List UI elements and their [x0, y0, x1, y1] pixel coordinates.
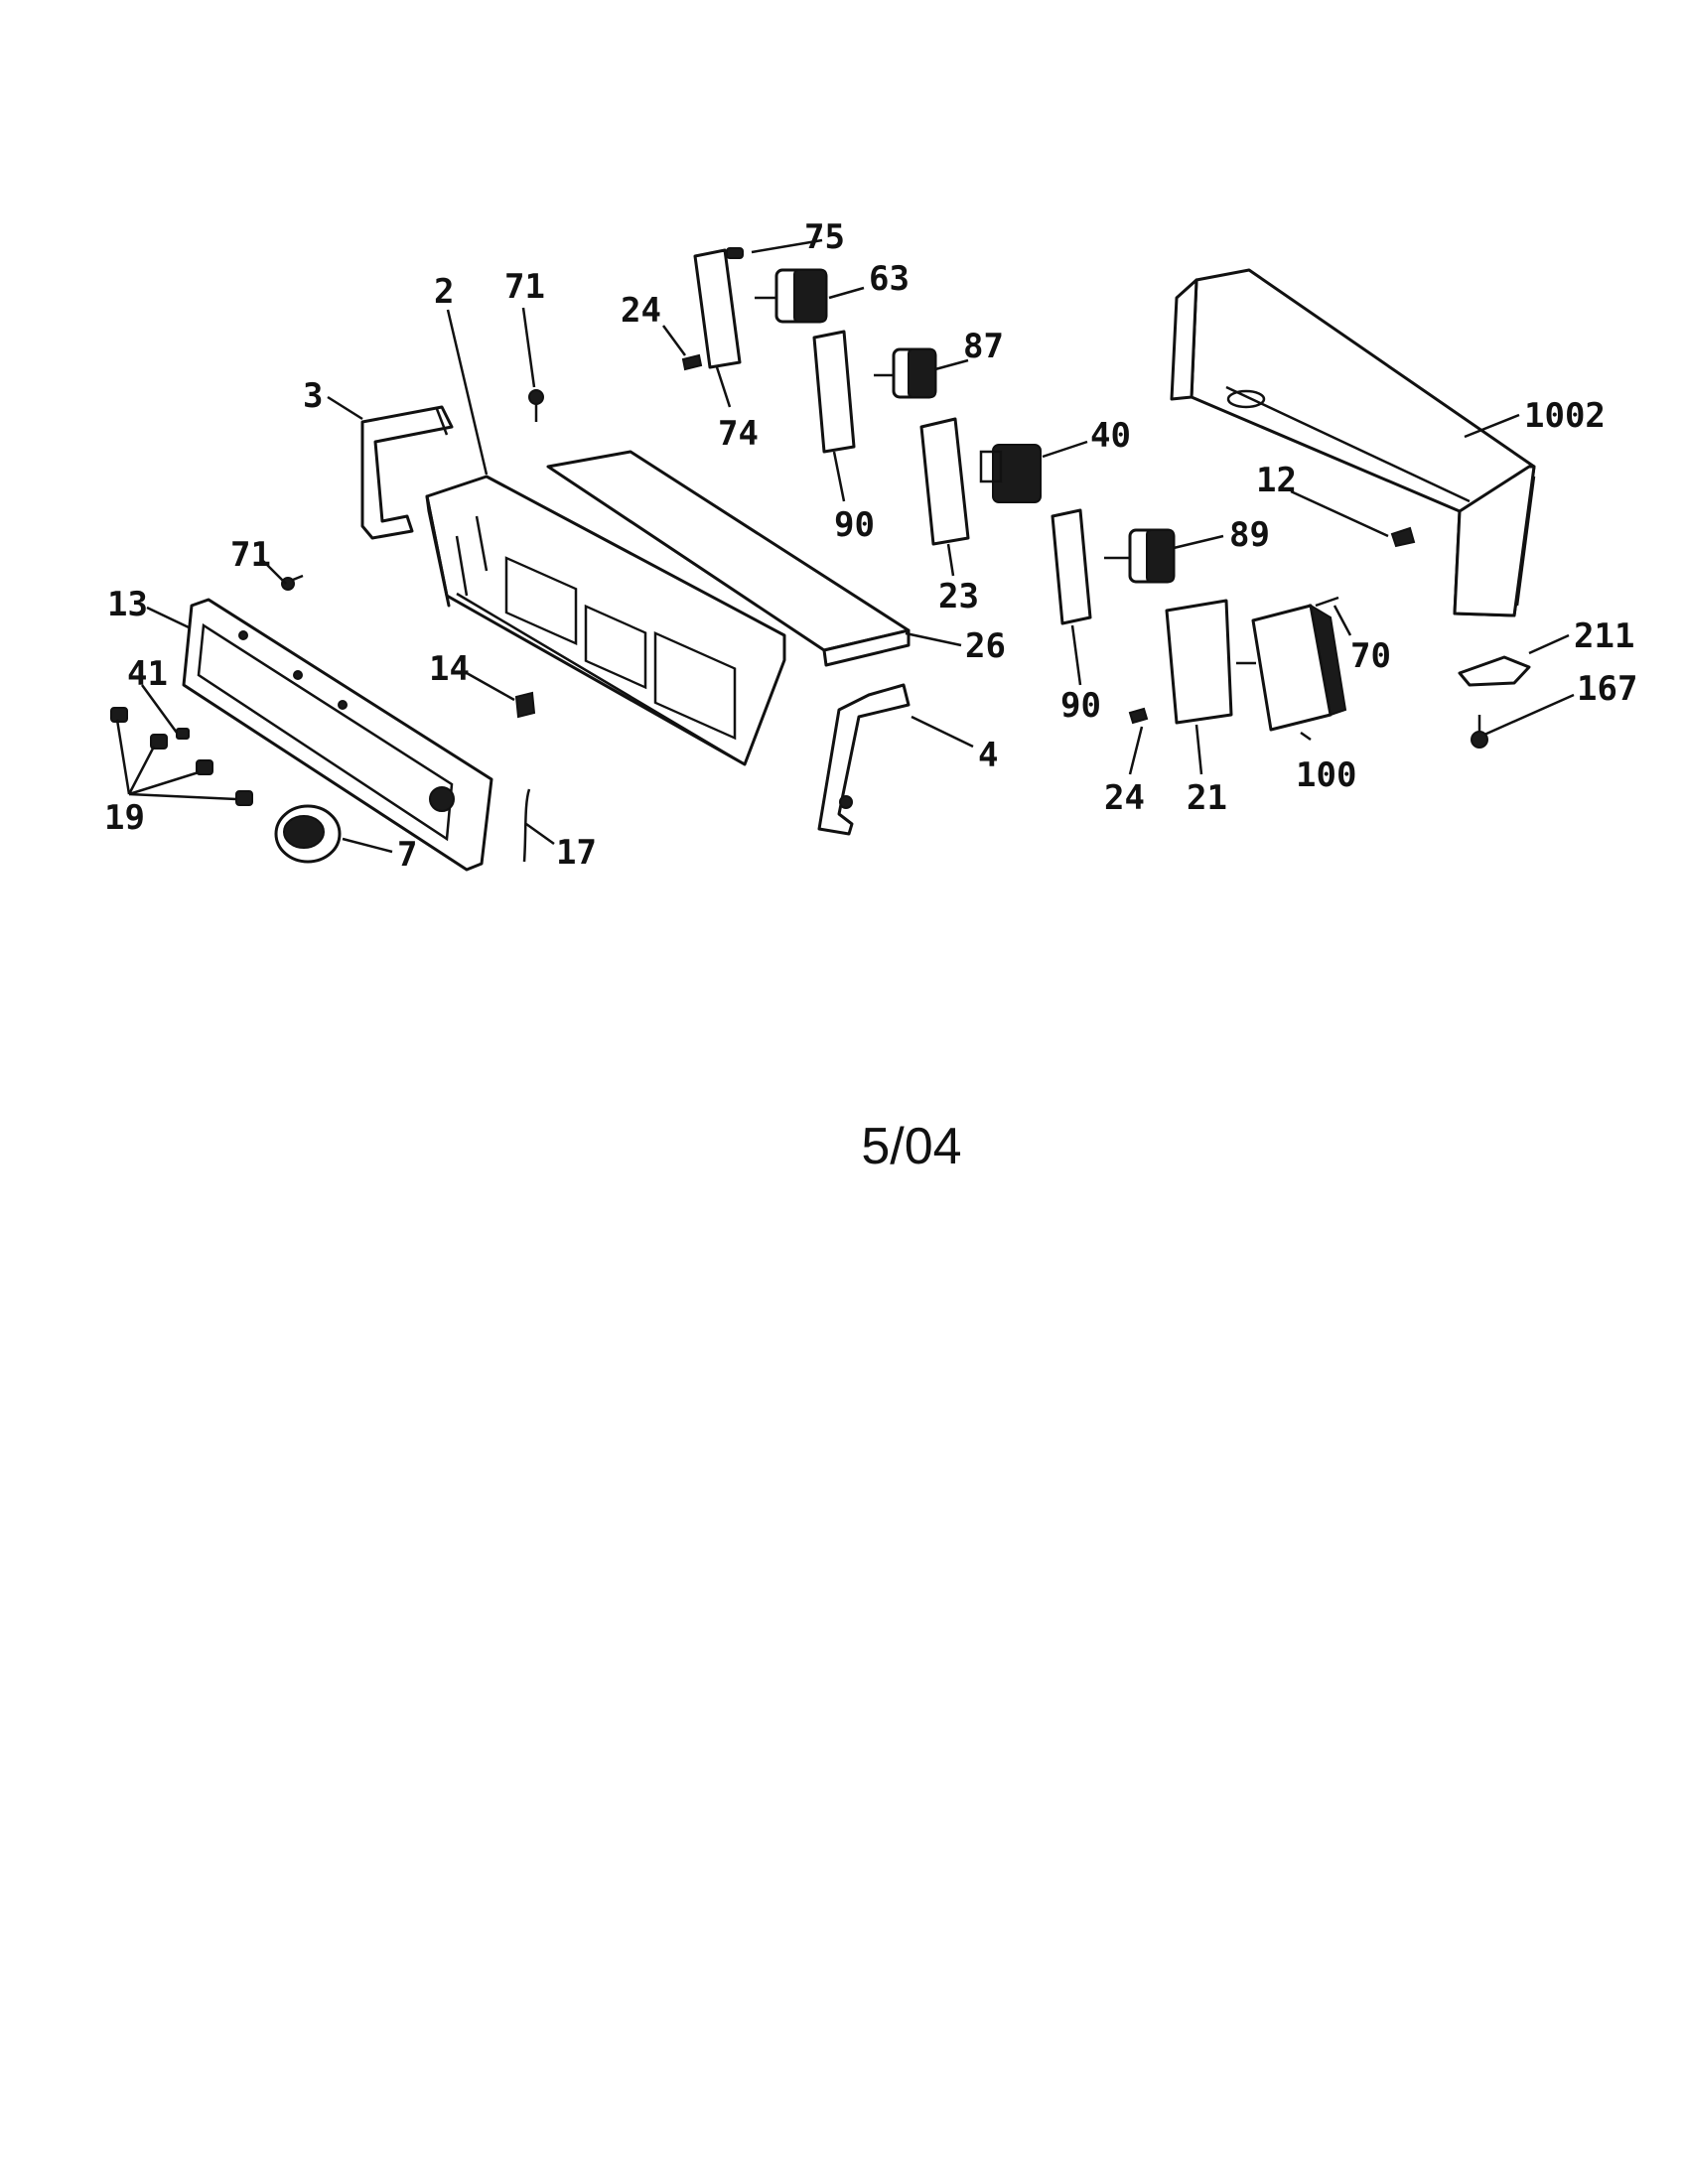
part-74-plate: [693, 248, 742, 369]
part-24-screw-lower: [1128, 707, 1149, 725]
callout-24-top: 24: [621, 291, 661, 331]
part-7-knob: [274, 804, 342, 864]
callout-41: 41: [127, 654, 168, 694]
callout-26: 26: [965, 626, 1006, 666]
callout-24-lower: 24: [1104, 778, 1145, 818]
callout-70: 70: [1350, 636, 1391, 676]
part-167-screw: [1471, 715, 1488, 749]
part-211-bracket: [1458, 655, 1531, 687]
part-87-switch: [874, 347, 937, 399]
part-89-switch: [1104, 528, 1176, 584]
callout-71-top: 71: [504, 267, 545, 307]
callout-75: 75: [804, 217, 845, 257]
part-26-channel: [546, 450, 911, 667]
callout-40: 40: [1090, 416, 1131, 456]
callout-211: 211: [1574, 616, 1634, 656]
callout-13: 13: [107, 585, 148, 624]
callout-12: 12: [1256, 461, 1297, 500]
part-23-plate: [919, 417, 970, 546]
part-63-switch: [755, 268, 828, 324]
part-21-bracket: [1165, 599, 1233, 725]
part-2-console: [425, 475, 786, 766]
callout-63: 63: [869, 259, 910, 299]
callout-17: 17: [556, 833, 597, 873]
part-14-clip: [514, 691, 536, 719]
part-71-screw-top: [528, 389, 544, 422]
leader-lines: [115, 238, 1575, 854]
callout-21: 21: [1187, 778, 1227, 818]
part-90-plate-top: [812, 330, 856, 454]
callout-1002: 1002: [1524, 396, 1606, 436]
part-90-plate-lower: [1051, 508, 1092, 625]
callout-89: 89: [1229, 515, 1270, 555]
part-40-relay: [979, 444, 1042, 503]
callout-19: 19: [104, 798, 145, 838]
part-12-clip: [1390, 526, 1416, 548]
callout-4: 4: [978, 736, 998, 775]
callout-23: 23: [938, 577, 979, 616]
part-13-panel: [182, 598, 493, 872]
callout-71-side: 71: [230, 535, 271, 575]
part-1002-cover: [1170, 268, 1536, 617]
callout-167: 167: [1577, 669, 1637, 709]
part-3-bracket: [360, 405, 454, 540]
part-70-screw: [1315, 596, 1339, 608]
part-19-buttons: [110, 707, 253, 806]
callout-100: 100: [1296, 755, 1356, 795]
part-17-harness: [522, 788, 531, 863]
part-4-bracket: [817, 683, 911, 836]
callout-74: 74: [718, 414, 759, 454]
part-75-screw: [726, 247, 744, 259]
part-24-screw-top: [681, 353, 703, 371]
callout-7: 7: [397, 835, 417, 875]
callout-3: 3: [303, 376, 323, 416]
callout-90-top: 90: [834, 505, 875, 545]
callout-2: 2: [434, 272, 454, 312]
footer-date: 5/04: [861, 1118, 961, 1175]
callout-14: 14: [429, 649, 470, 689]
part-100-timer: [1236, 604, 1347, 732]
callout-90-lower: 90: [1060, 686, 1101, 726]
callout-87: 87: [963, 327, 1004, 366]
